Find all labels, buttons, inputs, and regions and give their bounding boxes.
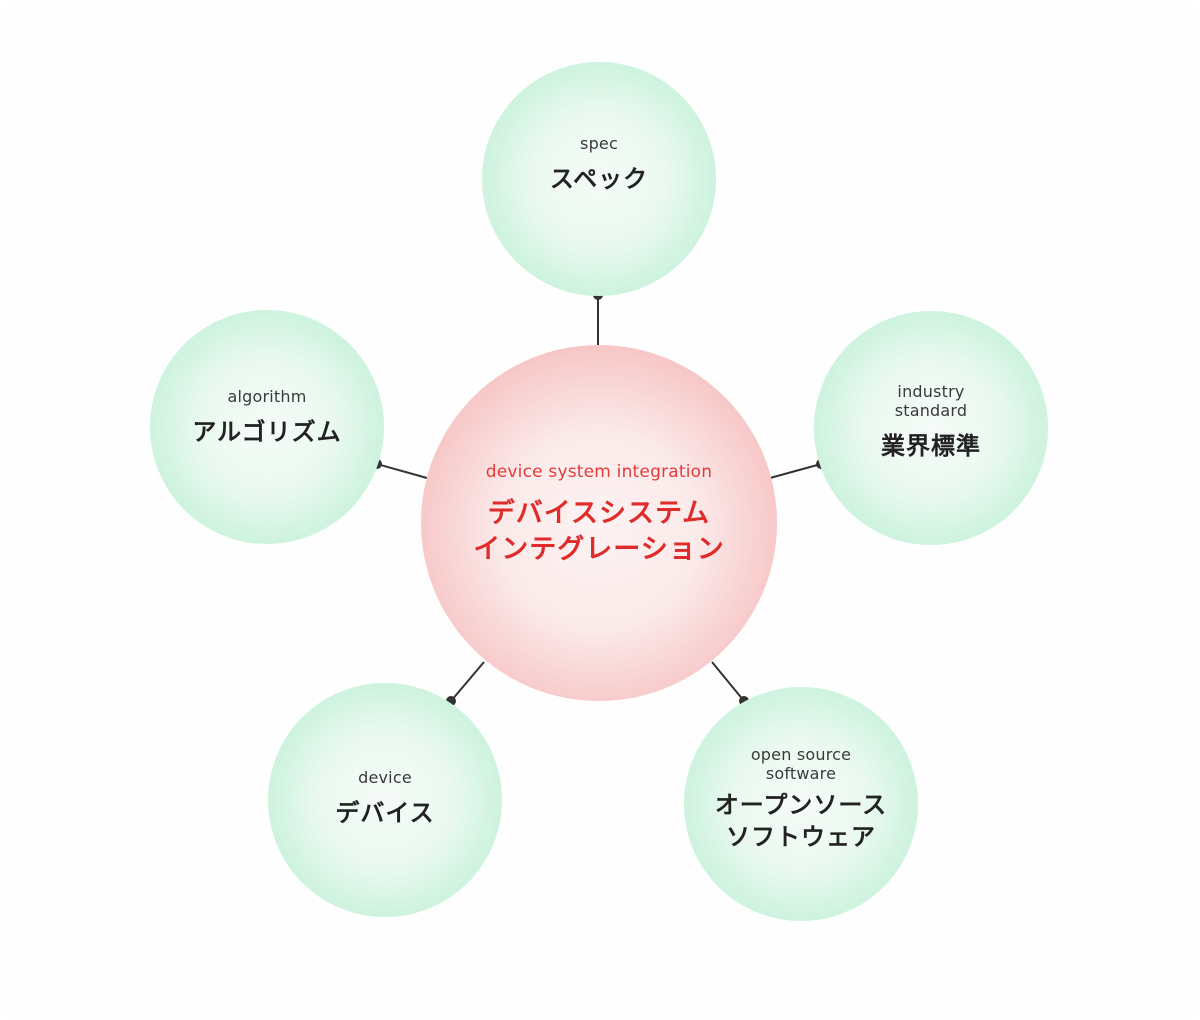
node-oss-en-label: open source software	[750, 745, 852, 783]
node-oss-ja-label: オープンソース ソフトウェア	[714, 791, 888, 851]
node-industry-standard-ja-label: 業界標準	[881, 432, 981, 460]
node-spec: spec スペック	[482, 62, 716, 296]
node-algorithm-en-label: algorithm	[227, 386, 307, 406]
node-device-en-label: device	[358, 767, 412, 787]
node-spec-en-label: spec	[580, 133, 618, 153]
hub-node-ja-label: デバイスシステム インテグレーション	[473, 497, 725, 565]
connector-algorithm	[376, 463, 428, 479]
connector-industry-standard	[769, 463, 822, 479]
hub-node-en-label: device system integration	[485, 461, 713, 482]
node-industry-standard-en-label: industry standard	[894, 382, 968, 420]
node-industry-standard: industry standard 業界標準	[814, 311, 1048, 545]
node-device: device デバイス	[268, 683, 502, 917]
connector-device	[450, 661, 485, 702]
node-device-ja-label: デバイス	[335, 798, 435, 827]
node-spec-ja-label: スペック	[549, 164, 649, 193]
node-open-source-software: open source software オープンソース ソフトウェア	[684, 687, 918, 921]
hub-node-device-system-integration: device system integration デバイスシステム インテグレ…	[421, 345, 777, 701]
connector-oss	[711, 661, 745, 702]
node-algorithm-ja-label: アルゴリズム	[192, 417, 342, 446]
node-algorithm: algorithm アルゴリズム	[150, 310, 384, 544]
